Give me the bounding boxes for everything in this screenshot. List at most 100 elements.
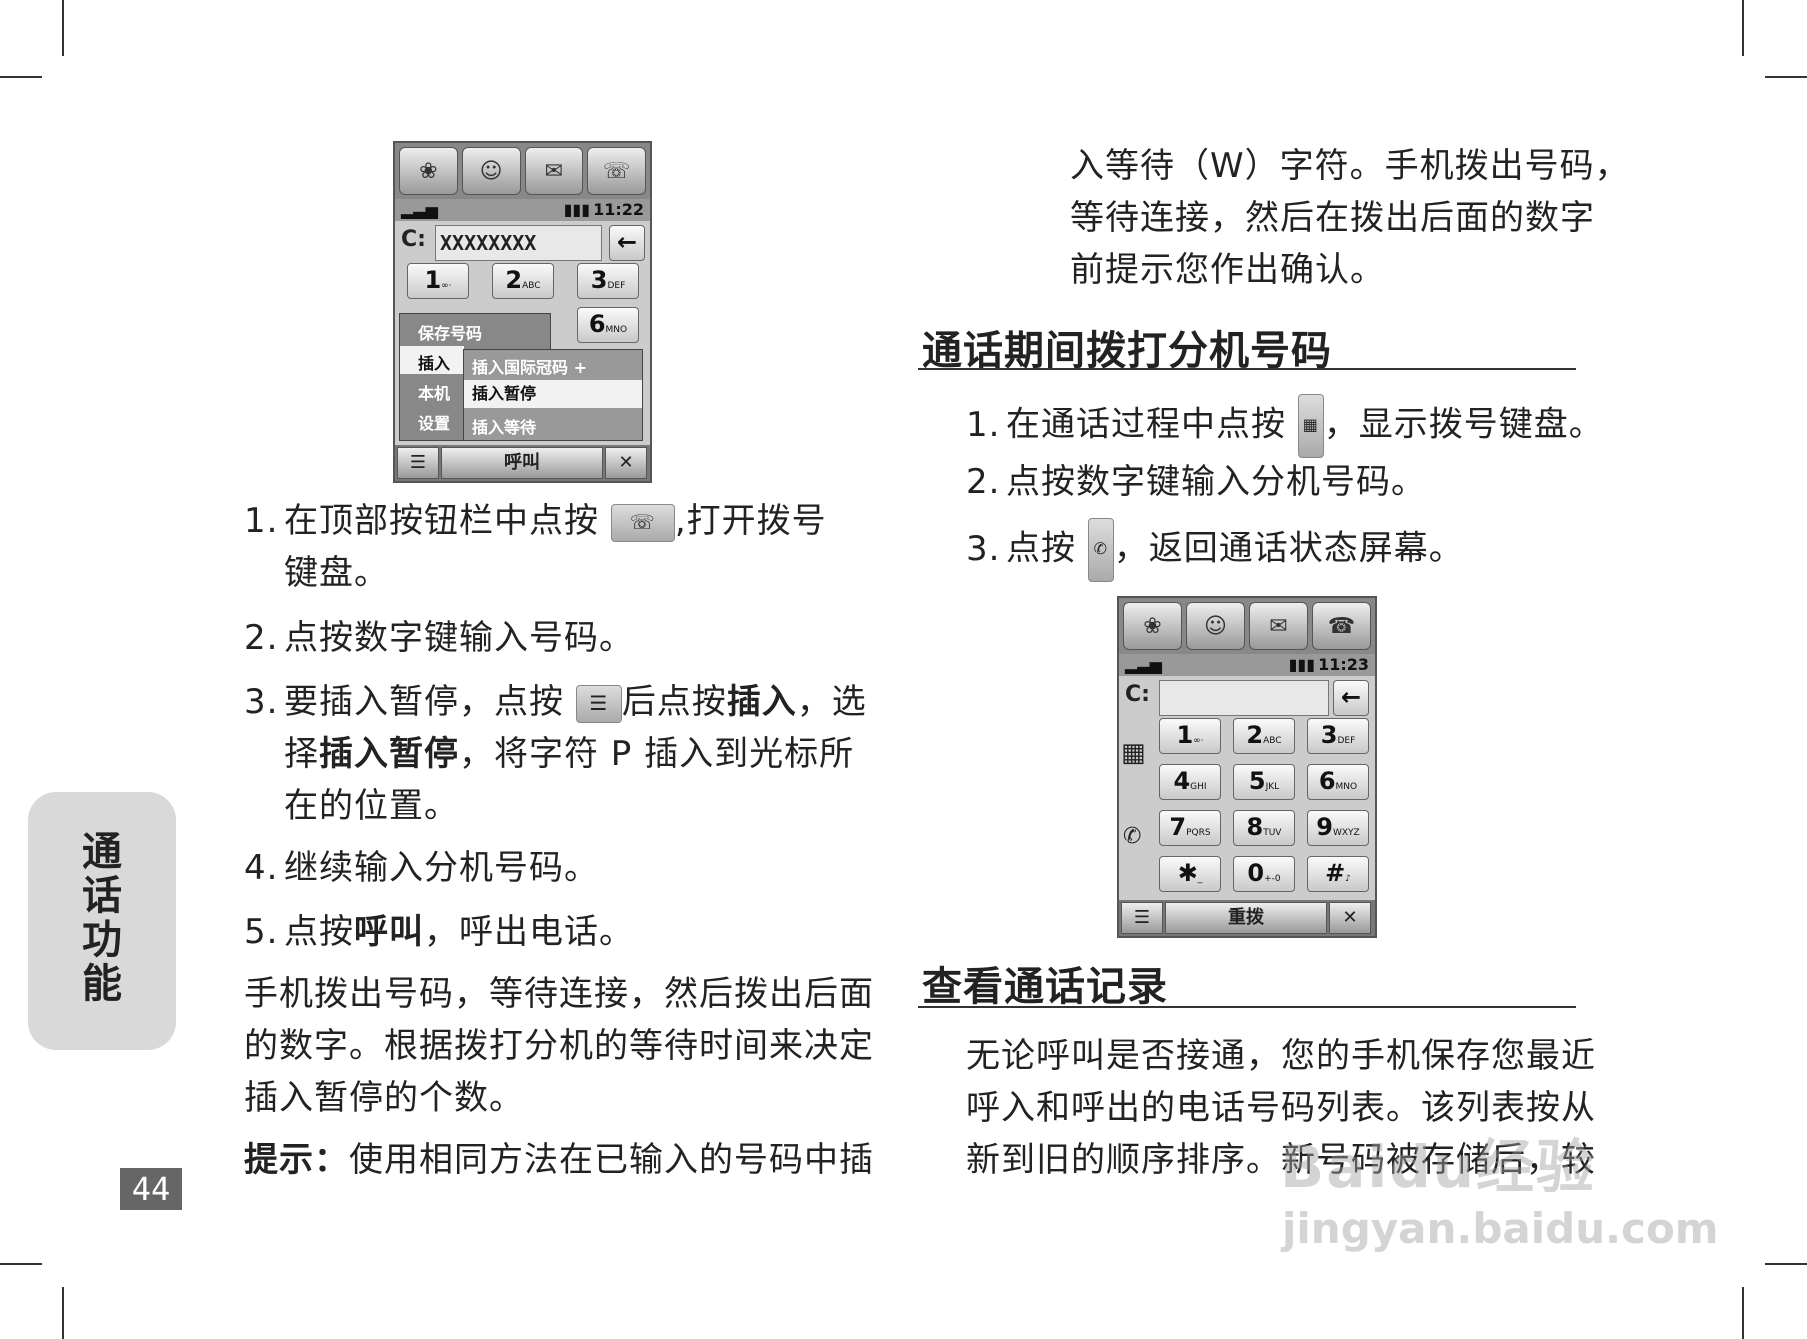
chapter-tab-char: 话: [82, 873, 122, 919]
call-button-label: 呼叫: [441, 447, 603, 479]
options-icon: ☰: [397, 447, 439, 479]
key-5: 5JKL: [1233, 764, 1295, 800]
key-sub: PQRS: [1186, 828, 1211, 838]
key-digit: 7: [1169, 813, 1187, 841]
chapter-tab-char: 功: [82, 917, 122, 963]
close-icon: ✕: [605, 447, 647, 479]
crop-mark: [1742, 1287, 1744, 1339]
phone-status-bar: ▂▃▅ ▮▮▮ 11:22: [395, 199, 650, 221]
redial-button-label: 重拨: [1165, 902, 1327, 934]
right-paragraph: 无论呼叫是否接通，您的手机保存您最近 呼入和呼出的电话号码列表。该列表按从 新到…: [966, 1030, 1596, 1186]
crop-mark: [62, 0, 64, 56]
key-sub: DEF: [607, 281, 626, 291]
step-text: 键盘。: [284, 553, 389, 593]
key-hash: #♪: [1307, 856, 1369, 892]
key-3: 3DEF: [1307, 718, 1369, 754]
key-0: 0+-0: [1233, 856, 1295, 892]
backspace-icon: ←: [1333, 680, 1369, 716]
left-step-2: 2.点按数字键输入号码。: [244, 612, 634, 664]
call-icon: C:: [401, 227, 426, 252]
phone-screenshot-dialer-menu: ❀ ☺ ✉ ☏ ▂▃▅ ▮▮▮ 11:22 C: XXXXXXXX ← 1∞· …: [393, 141, 652, 483]
left-step-5: 5.点按呼叫，呼出电话。: [244, 906, 634, 958]
key-sub: GHI: [1190, 782, 1207, 792]
crop-mark: [1765, 1263, 1807, 1265]
left-step-3: 3.要插入暂停，点按 ☰后点按插入，选: [244, 676, 884, 728]
right-continuation: 入等待（W）字符。手机拨出号码， 等待连接，然后在拨出后面的数字 前提示您作出确…: [1070, 140, 1710, 296]
step-text: ，将字符 P 插入到光标所: [459, 734, 855, 774]
step-number: 1.: [244, 501, 279, 541]
keypad-icon: ▦: [1297, 394, 1324, 458]
step-text: ，显示拨号键盘。: [1323, 404, 1604, 445]
contacts-icon: ☺: [1186, 602, 1245, 650]
key-digit: 3: [590, 266, 608, 294]
para-line: 新到旧的顺序排序。新号码被存储后，较: [966, 1140, 1596, 1180]
message-icon: ✉: [524, 147, 584, 195]
key-6: 6MNO: [1307, 764, 1369, 800]
chapter-tab-char: 通: [82, 829, 122, 875]
tip-line: 提示：使用相同方法在已输入的号码中插: [244, 1134, 874, 1186]
key-digit: 2: [1246, 721, 1264, 749]
key-sub: WXYZ: [1332, 828, 1360, 838]
contacts-icon: ☺: [461, 147, 521, 195]
chapter-tab-char: 能: [82, 961, 122, 1007]
battery-icon: ▮▮▮: [563, 200, 590, 219]
phone-topbar: ❀ ☺ ✉ ☏: [395, 143, 650, 199]
call-icon: C:: [1125, 682, 1150, 707]
key-8: 8TUV: [1233, 810, 1295, 846]
step-number: 4.: [244, 848, 279, 888]
options-icon: ☰: [575, 684, 622, 723]
step-text: 在顶部按钮栏中点按: [284, 501, 599, 541]
phone-bottom-bar: ☰ 重拨 ✕: [1119, 900, 1375, 936]
key-sub: TUV: [1263, 828, 1282, 838]
step-bold: 呼叫: [354, 912, 424, 952]
crop-mark: [1742, 0, 1744, 56]
step-number: 1.: [966, 404, 1001, 445]
number-field: XXXXXXXX: [435, 225, 602, 261]
step-text: 继续输入分机号码。: [284, 848, 599, 888]
key-digit: 6: [588, 310, 606, 338]
key-digit: #: [1325, 859, 1346, 887]
step-text: ，呼出电话。: [424, 912, 634, 952]
insert-submenu: 插入国际冠码 + 插入暂停 插入等待: [463, 349, 643, 441]
crop-mark: [0, 76, 42, 78]
key-4: 4GHI: [1159, 764, 1221, 800]
tip-text: 使用相同方法在已输入的号码中插: [349, 1140, 874, 1180]
key-digit: 6: [1318, 767, 1336, 795]
phone-topbar: ❀ ☺ ✉ ☎: [1119, 598, 1375, 654]
para-line: 前提示您作出确认。: [1070, 250, 1385, 290]
key-sub: JKL: [1265, 782, 1280, 792]
step-text: 在通话过程中点按: [1006, 404, 1286, 445]
menu-grid-icon: ❀: [1123, 602, 1182, 650]
right-step-3: 3.点按 ✆，返回通话状态屏幕。: [966, 518, 1464, 582]
key-digit: 2: [505, 266, 523, 294]
section-title-extension-call: 通话期间拨打分机号码: [922, 328, 1332, 374]
step-text: 在的位置。: [284, 786, 459, 826]
handset-side-icon: ✆: [1123, 824, 1142, 849]
key-sub: +-0: [1264, 874, 1281, 884]
step-text: ,打开拨号: [674, 501, 827, 541]
key-9: 9WXYZ: [1307, 810, 1369, 846]
key-7: 7PQRS: [1159, 810, 1221, 846]
phone-bottom-bar: ☰ 呼叫 ✕: [395, 445, 650, 481]
close-icon: ✕: [1329, 902, 1371, 934]
key-1: 1∞·: [1159, 718, 1221, 754]
dialer-icon: ☏: [587, 147, 646, 195]
step-text: ，返回通话状态屏幕。: [1113, 528, 1464, 569]
left-step-1-cont: 键盘。: [284, 547, 389, 599]
key-sub: ♪: [1345, 874, 1351, 884]
number-value: XXXXXXXX: [440, 231, 537, 255]
key-sub: MNO: [605, 325, 628, 335]
step-number: 2.: [244, 618, 279, 658]
options-icon: ☰: [1121, 902, 1163, 934]
menu-item-phone: 本机: [418, 384, 451, 403]
section-rule: [918, 1006, 1576, 1008]
key-2: 2ABC: [492, 263, 554, 299]
key-digit: 5: [1248, 767, 1266, 795]
para-line: 入等待（W）字符。手机拨出号码，: [1070, 146, 1630, 186]
backspace-icon: ←: [609, 225, 645, 261]
key-digit: 1: [424, 266, 442, 294]
step-text: 后点按: [621, 682, 727, 722]
step-number: 3.: [966, 528, 1001, 569]
para-line: 插入暂停的个数。: [244, 1078, 524, 1118]
menu-grid-icon: ❀: [399, 147, 458, 195]
